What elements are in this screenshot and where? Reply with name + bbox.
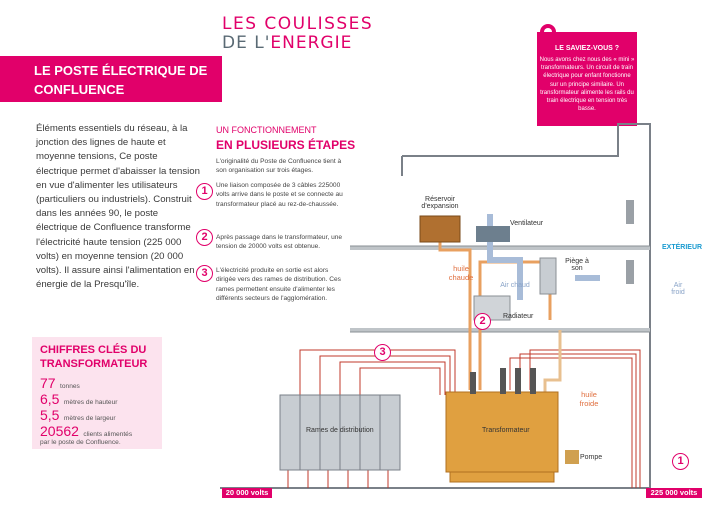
exterior-grille — [626, 200, 634, 284]
sound-trap — [539, 257, 557, 295]
distribution-feeders — [287, 470, 389, 488]
expansion-reservoir — [419, 215, 461, 243]
label-pump: Pompe — [580, 454, 603, 461]
transformer-body — [445, 391, 559, 483]
key-figures-footnote: par le poste de Confluence. — [40, 439, 121, 446]
label-exterieur: EXTÉRIEUR — [662, 244, 703, 251]
step-text-2: Après passage dans le transformateur, un… — [216, 234, 343, 251]
diagram-step-1: 1 — [672, 453, 689, 470]
key-figures-title: CHIFFRES CLÉS DU TRANSFORMATEUR — [40, 344, 148, 370]
did-you-know-box — [537, 32, 637, 126]
transformer-insulators — [470, 368, 536, 394]
label-reservoir: Réservoir d'expansion — [421, 196, 459, 210]
label-cold-oil: huile froide — [579, 390, 599, 408]
label-distribution: Rames de distribution — [306, 427, 374, 434]
diagram-step-2: 2 — [474, 313, 491, 330]
voltage-high-bar: 225 000 volts — [646, 488, 702, 498]
pump — [565, 450, 579, 464]
label-transformer: Transformateur — [482, 427, 530, 434]
step-text-1: Une liaison composée de 3 câbles 225000 … — [216, 182, 343, 208]
functioning-heading: EN PLUSIEURS ÉTAPES — [216, 138, 356, 152]
key-figure-clients: 20562 clients alimentés — [40, 423, 133, 439]
label-radiateur: Radiateur — [503, 313, 534, 320]
cold-oil-pipes — [543, 330, 562, 395]
did-you-know-title: LE SAVIEZ-VOUS ? — [554, 45, 620, 52]
distribution-cabinets — [279, 394, 401, 471]
brand-line1: LES COULISSES — [222, 14, 374, 34]
label-sound-trap: Piège à son — [565, 258, 589, 272]
voltage-low-bar: 20 000 volts — [222, 488, 272, 498]
diagram-step-3: 3 — [374, 344, 391, 361]
step-number-2: 2 — [196, 229, 213, 246]
step-number-3: 3 — [196, 265, 213, 282]
label-hot-oil: huile chaude — [448, 264, 474, 282]
building-floor-lines — [350, 245, 650, 333]
step-text-3: L'électricité produite en sortie est alo… — [216, 267, 341, 302]
label-ventilateur: Ventilateur — [510, 220, 544, 227]
functioning-lead: L'originalité du Poste de Confluence tie… — [216, 158, 342, 175]
brand-line2: DE L'ENERGIE — [222, 33, 353, 53]
label-warm-air: Air chaud — [500, 282, 530, 289]
functioning-kicker: UN FONCTIONNEMENT — [216, 125, 317, 135]
key-figure-height: 6,5 mètres de hauteur — [40, 391, 118, 407]
did-you-know-text: Nous avons chez nous des « mini » transf… — [539, 57, 635, 113]
title-banner — [0, 56, 222, 102]
fan — [476, 226, 510, 242]
key-figure-weight: 77 tonnes — [40, 375, 80, 391]
building-floors — [350, 246, 650, 332]
page-title: LE POSTE ÉLECTRIQUE DE CONFLUENCE — [34, 63, 208, 97]
key-figure-width: 5,5 mètres de largeur — [40, 407, 116, 423]
intro-text: Éléments essentiels du réseau, à la jonc… — [36, 123, 200, 291]
step-number-1: 1 — [196, 183, 213, 200]
key-figures-box — [32, 337, 162, 449]
label-cold-air: Air froid — [671, 282, 685, 296]
